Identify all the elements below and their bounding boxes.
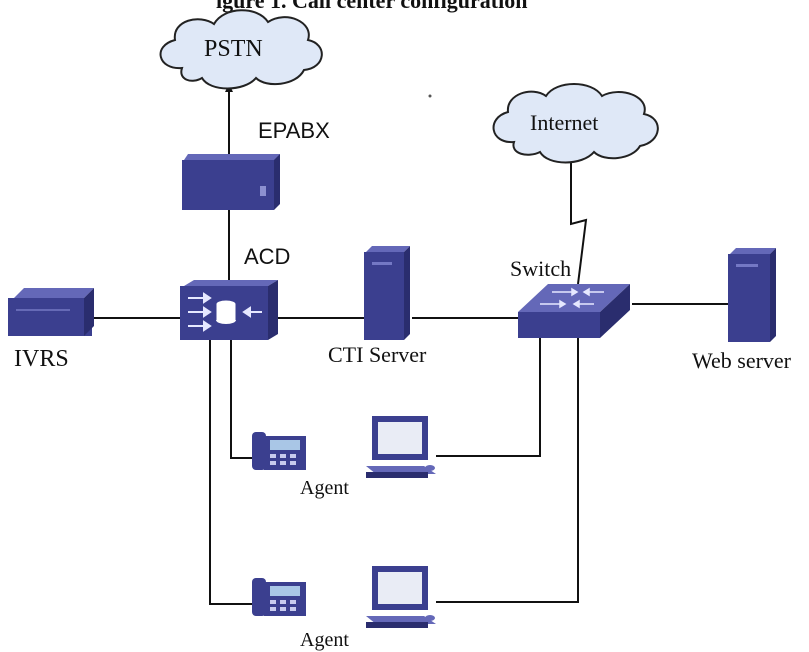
- internet-label: Internet: [530, 110, 598, 135]
- link-switch-pc1: [436, 336, 541, 457]
- web-server-label: Web server: [692, 348, 792, 373]
- desk-phone-icon-1: [252, 432, 306, 470]
- desk-phone-icon-2: [252, 578, 306, 616]
- link-switch-internet: [570, 160, 588, 285]
- figure-caption: igure 1. Call center configuration: [216, 0, 527, 13]
- internet-cloud-icon: [492, 83, 659, 164]
- web-server-icon: [728, 248, 776, 342]
- ivrs-icon: [8, 288, 94, 336]
- desktop-computer-icon-2: [366, 566, 436, 628]
- agent-label-2: Agent: [300, 629, 349, 651]
- epabx-label: EPABX: [258, 118, 330, 143]
- acd-label: ACD: [244, 244, 290, 269]
- connections: [92, 92, 730, 605]
- desktop-computer-icon-1: [366, 416, 436, 478]
- link-acd-phone1: [230, 340, 252, 459]
- cti-server-label: CTI Server: [328, 342, 427, 367]
- network-switch-icon: [518, 284, 630, 338]
- pstn-label: PSTN: [204, 36, 263, 62]
- agent-label-1: Agent: [300, 477, 349, 499]
- link-switch-pc2: [436, 336, 579, 603]
- epabx-icon: [182, 154, 280, 210]
- switch-label: Switch: [510, 256, 571, 281]
- acd-icon: [180, 280, 278, 340]
- speck: [428, 94, 432, 98]
- ivrs-label: IVRS: [14, 346, 69, 372]
- link-acd-phone2: [209, 340, 252, 605]
- cti-server-icon: [364, 246, 410, 340]
- pstn-cloud-icon: [159, 9, 323, 90]
